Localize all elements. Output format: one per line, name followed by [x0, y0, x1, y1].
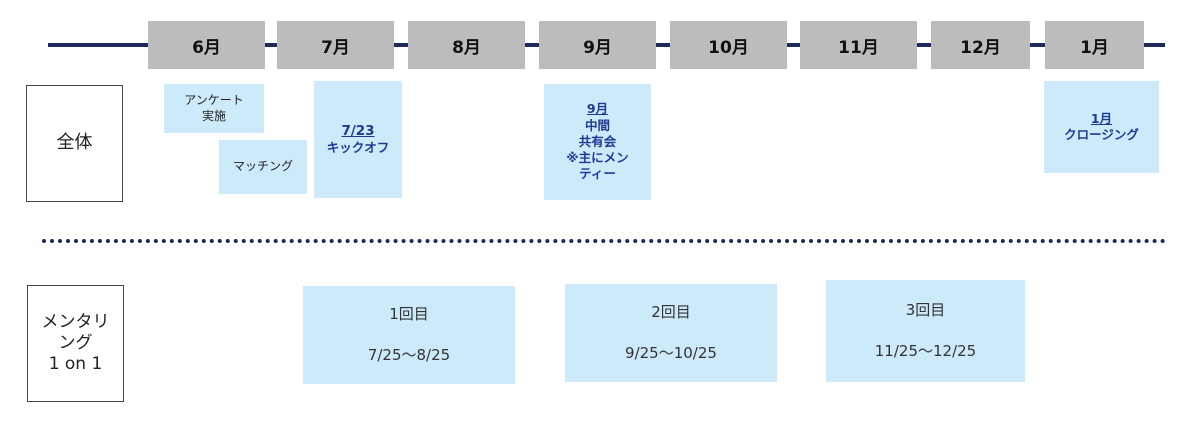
- month-jul: 7月: [277, 21, 394, 69]
- section-divider: [42, 239, 1166, 243]
- midterm-date: 9月: [586, 101, 609, 117]
- session-1-title: 1回目: [389, 304, 429, 323]
- mentoring-line-3: 1 on 1: [48, 354, 103, 375]
- row-label-overall-text: 全体: [56, 132, 93, 154]
- mentoring-line-1: メンタリ: [41, 311, 110, 332]
- month-sep: 9月: [539, 21, 656, 69]
- row-label-overall: 全体: [26, 85, 123, 202]
- row-label-mentoring: メンタリ ング 1 on 1: [27, 285, 124, 402]
- closing-box: 1月 クロージング: [1044, 81, 1159, 173]
- survey-box: アンケート 実施: [164, 84, 264, 133]
- survey-line-1: アンケート: [184, 92, 244, 107]
- survey-line-2: 実施: [201, 108, 226, 123]
- midterm-line-4: ティー: [579, 166, 616, 182]
- mentoring-line-2: ング: [58, 332, 93, 353]
- matching-box: マッチング: [219, 140, 307, 194]
- matching-label: マッチング: [232, 159, 293, 174]
- midterm-line-1: 中間: [584, 117, 610, 133]
- closing-label: クロージング: [1064, 127, 1139, 142]
- month-nov: 11月: [800, 21, 917, 69]
- kickoff-label: キックオフ: [326, 140, 390, 156]
- month-jun: 6月: [148, 21, 265, 69]
- session-2-box: 2回目 9/25～10/25: [565, 284, 777, 382]
- month-dec: 12月: [931, 21, 1030, 69]
- closing-date: 1月: [1090, 110, 1113, 126]
- kickoff-box: 7/23 キックオフ: [314, 81, 402, 198]
- session-1-range: 7/25～8/25: [367, 346, 451, 364]
- month-aug: 8月: [408, 21, 525, 69]
- month-oct: 10月: [670, 21, 787, 69]
- session-2-title: 2回目: [651, 302, 691, 321]
- session-1-box: 1回目 7/25～8/25: [303, 286, 515, 384]
- kickoff-date: 7/23: [341, 122, 375, 139]
- midterm-line-2: 共有会: [578, 133, 617, 149]
- session-3-range: 11/25～12/25: [874, 342, 977, 360]
- midterm-line-3: ※主にメン: [566, 150, 629, 166]
- session-3-box: 3回目 11/25～12/25: [826, 280, 1025, 382]
- midterm-box: 9月 中間 共有会 ※主にメン ティー: [544, 84, 651, 200]
- session-2-range: 9/25～10/25: [625, 344, 717, 362]
- session-3-title: 3回目: [905, 300, 946, 319]
- row-label-mentoring-text: メンタリ ング 1 on 1: [42, 312, 110, 376]
- month-jan: 1月: [1045, 21, 1144, 69]
